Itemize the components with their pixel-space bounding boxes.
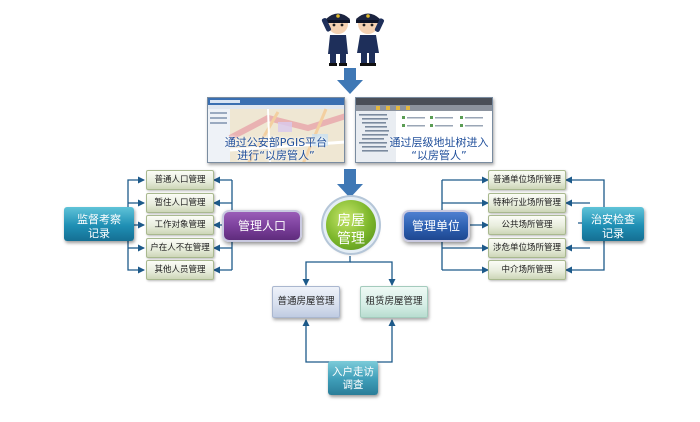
tree-caption-line2: “以房管人” bbox=[411, 149, 467, 162]
unit-item-hazardous: 涉危单位场所管理 bbox=[488, 238, 566, 258]
address-tree-screenshot: 通过层级地址树进入 “以房管人” bbox=[355, 97, 493, 163]
unit-item-normal: 普通单位场所管理 bbox=[488, 170, 566, 190]
arrow-police-to-screens bbox=[337, 68, 363, 94]
pgis-caption-line1: 通过公安部PGIS平台 bbox=[224, 136, 328, 149]
arrow-screens-to-center bbox=[337, 169, 363, 198]
security-inspection-line2: 记录 bbox=[602, 227, 624, 240]
unit-item-special-industry: 特种行业场所管理 bbox=[488, 193, 566, 213]
manage-units-box: 管理单位 bbox=[402, 210, 470, 242]
supervision-record-line1: 监督考察 bbox=[77, 213, 121, 226]
rental-housing-box: 租赁房屋管理 bbox=[360, 286, 428, 318]
supervision-record-line2: 记录 bbox=[88, 227, 110, 240]
population-item-work-object: 工作对象管理 bbox=[146, 215, 214, 235]
home-visit-line2: 调查 bbox=[342, 379, 364, 391]
police-officer-right bbox=[356, 13, 385, 66]
police-officers-illustration bbox=[321, 13, 385, 66]
flow-arrows bbox=[337, 68, 363, 198]
pgis-map-screenshot: 通过公安部PGIS平台 进行“以房管人” bbox=[207, 97, 345, 163]
supervision-record-box: 监督考察 记录 bbox=[64, 207, 134, 241]
population-item-absent: 户在人不在管理 bbox=[146, 238, 214, 258]
home-visit-line1: 入户走访 bbox=[332, 366, 374, 378]
population-item-other: 其他人员管理 bbox=[146, 260, 214, 280]
manage-population-box: 管理人口 bbox=[222, 210, 302, 242]
unit-item-public-place: 公共场所管理 bbox=[488, 215, 566, 235]
tree-thumbnail bbox=[356, 98, 492, 162]
center-line2: 管理 bbox=[337, 231, 365, 247]
police-officer-left bbox=[321, 13, 350, 66]
population-item-temporary: 暂住人口管理 bbox=[146, 193, 214, 213]
home-visit-box: 入户走访 调查 bbox=[328, 361, 378, 395]
normal-housing-box: 普通房屋管理 bbox=[272, 286, 340, 318]
pgis-caption-line2: 进行“以房管人” bbox=[237, 149, 315, 162]
housing-management-center: 房屋 管理 bbox=[326, 200, 376, 250]
tree-caption-line1: 通过层级地址树进入 bbox=[389, 136, 489, 149]
center-line1: 房屋 bbox=[337, 213, 365, 229]
map-thumbnail bbox=[208, 98, 344, 162]
population-item-normal: 普通人口管理 bbox=[146, 170, 214, 190]
security-inspection-record-box: 治安检查 记录 bbox=[582, 207, 644, 241]
security-inspection-line1: 治安检查 bbox=[591, 213, 635, 226]
unit-item-agency: 中介场所管理 bbox=[488, 260, 566, 280]
